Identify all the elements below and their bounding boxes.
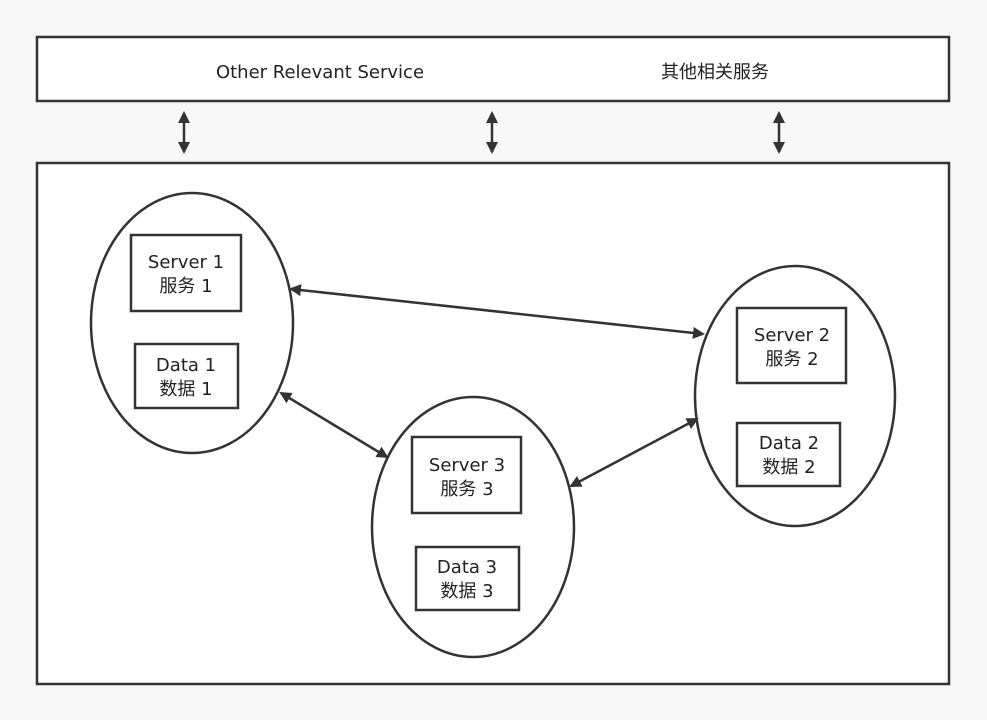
data-3-box [414,545,521,612]
server-2-label-zh: 服务 2 [765,349,818,370]
other-service-box [35,35,951,103]
node-2: Server 2 服务 2 Data 2 数据 2 [693,264,897,528]
data-2-label: Data 2 [759,433,819,454]
data-1-label: Data 1 [156,355,216,376]
link-server1-server3-arrow [279,391,389,459]
server-2-box [735,306,848,385]
data-2-box [735,421,842,488]
data-1-box [133,342,240,410]
data-3-label: Data 3 [437,557,497,578]
data-2-label-zh: 数据 2 [762,457,815,478]
server-1-label-zh: 服务 1 [159,276,212,297]
server-3-label: Server 3 [429,455,505,476]
server-2-label: Server 2 [754,325,830,346]
other-service-label-en: Other Relevant Service [216,62,424,83]
link-server1-server2-arrow [289,284,705,339]
node-1-ellipse [89,191,295,455]
node-3: Server 3 服务 3 Data 3 数据 3 [370,395,576,659]
server-3-box [410,435,523,515]
other-service-label-zh: 其他相关服务 [661,62,769,83]
node-1: Server 1 服务 1 Data 1 数据 1 [89,191,295,455]
server-1-box [129,233,243,313]
data-3-label-zh: 数据 3 [440,581,493,602]
server-3-label-zh: 服务 3 [440,479,493,500]
server-1-label: Server 1 [148,252,224,273]
link-server3-server2-arrow [569,417,699,488]
data-1-label-zh: 数据 1 [159,379,212,400]
